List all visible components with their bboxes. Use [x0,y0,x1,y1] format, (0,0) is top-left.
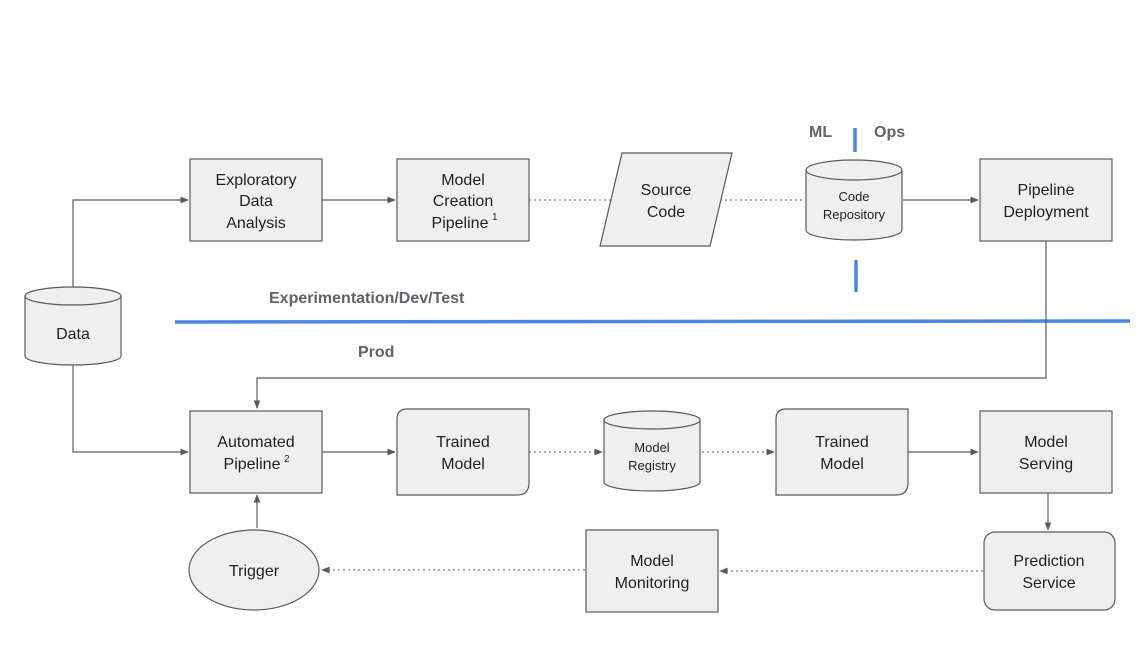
edge-deployment-automated [253,241,1047,409]
footnote-1-superscript: 1 [492,212,498,223]
node-trained-model-2[interactable]: Trained Model [775,408,909,496]
node-source-code-line2: Code [647,204,685,221]
node-model-monitoring[interactable]: Model Monitoring [585,529,719,613]
node-trained-model-1[interactable]: Trained Model [396,408,530,496]
node-code-repo-line1: Code [838,189,869,204]
node-trigger-label: Trigger [229,563,280,580]
node-trained-model-1-line2: Model [441,456,485,473]
node-model-serving-line2: Serving [1019,456,1073,473]
node-model-registry-line1: Model [634,440,670,455]
node-code-repository[interactable]: Code Repository [805,159,903,241]
node-pipeline-deployment-line2: Deployment [1003,204,1089,221]
prod-label: Prod [358,344,394,361]
node-trained-model-2-line2: Model [820,456,864,473]
node-model-creation-line2: Creation [433,193,493,210]
node-data-label: Data [56,326,90,343]
node-trained-model-1-line1: Trained [436,434,490,451]
node-data[interactable]: Data [24,286,122,366]
ml-label: ML [809,124,832,141]
node-prediction-service-line2: Service [1022,575,1075,592]
node-automated-line1: Automated [217,434,294,451]
experimentation-label: Experimentation/Dev/Test [269,290,465,307]
node-model-monitoring-line1: Model [630,553,674,570]
node-model-serving-line1: Model [1024,434,1068,451]
node-pipeline-deployment-line1: Pipeline [1018,182,1075,199]
node-automated-line2: Pipeline [224,456,281,473]
node-automated-pipeline[interactable]: Automated Pipeline 2 [189,410,323,494]
node-eda-line2: Data [239,193,273,210]
node-prediction-service-line1: Prediction [1013,553,1084,570]
node-model-creation-pipeline[interactable]: Model Creation Pipeline 1 [396,158,530,242]
node-model-serving[interactable]: Model Serving [979,410,1113,494]
footnote-2-superscript: 2 [284,454,290,465]
node-trigger[interactable]: Trigger [188,529,320,611]
node-code-repo-line2: Repository [823,207,886,222]
node-model-monitoring-line2: Monitoring [615,575,690,592]
node-trained-model-2-line1: Trained [815,434,869,451]
node-pipeline-deployment[interactable]: Pipeline Deployment [979,158,1113,242]
node-eda-line3: Analysis [226,215,286,232]
node-eda-line1: Exploratory [216,172,297,189]
node-model-creation-line3: Pipeline [432,215,489,232]
node-source-code-line1: Source [641,182,692,199]
edge-data-automated [72,365,189,456]
ops-label: Ops [874,124,905,141]
env-divider-line [174,319,1131,324]
edge-data-eda [72,196,189,287]
node-eda[interactable]: Exploratory Data Analysis [189,158,323,242]
node-prediction-service[interactable]: Prediction Service [983,531,1116,611]
node-model-creation-line1: Model [441,172,485,189]
node-source-code[interactable]: Source Code [599,152,733,247]
node-model-registry[interactable]: Model Registry [603,410,701,492]
node-model-registry-line2: Registry [628,458,676,473]
